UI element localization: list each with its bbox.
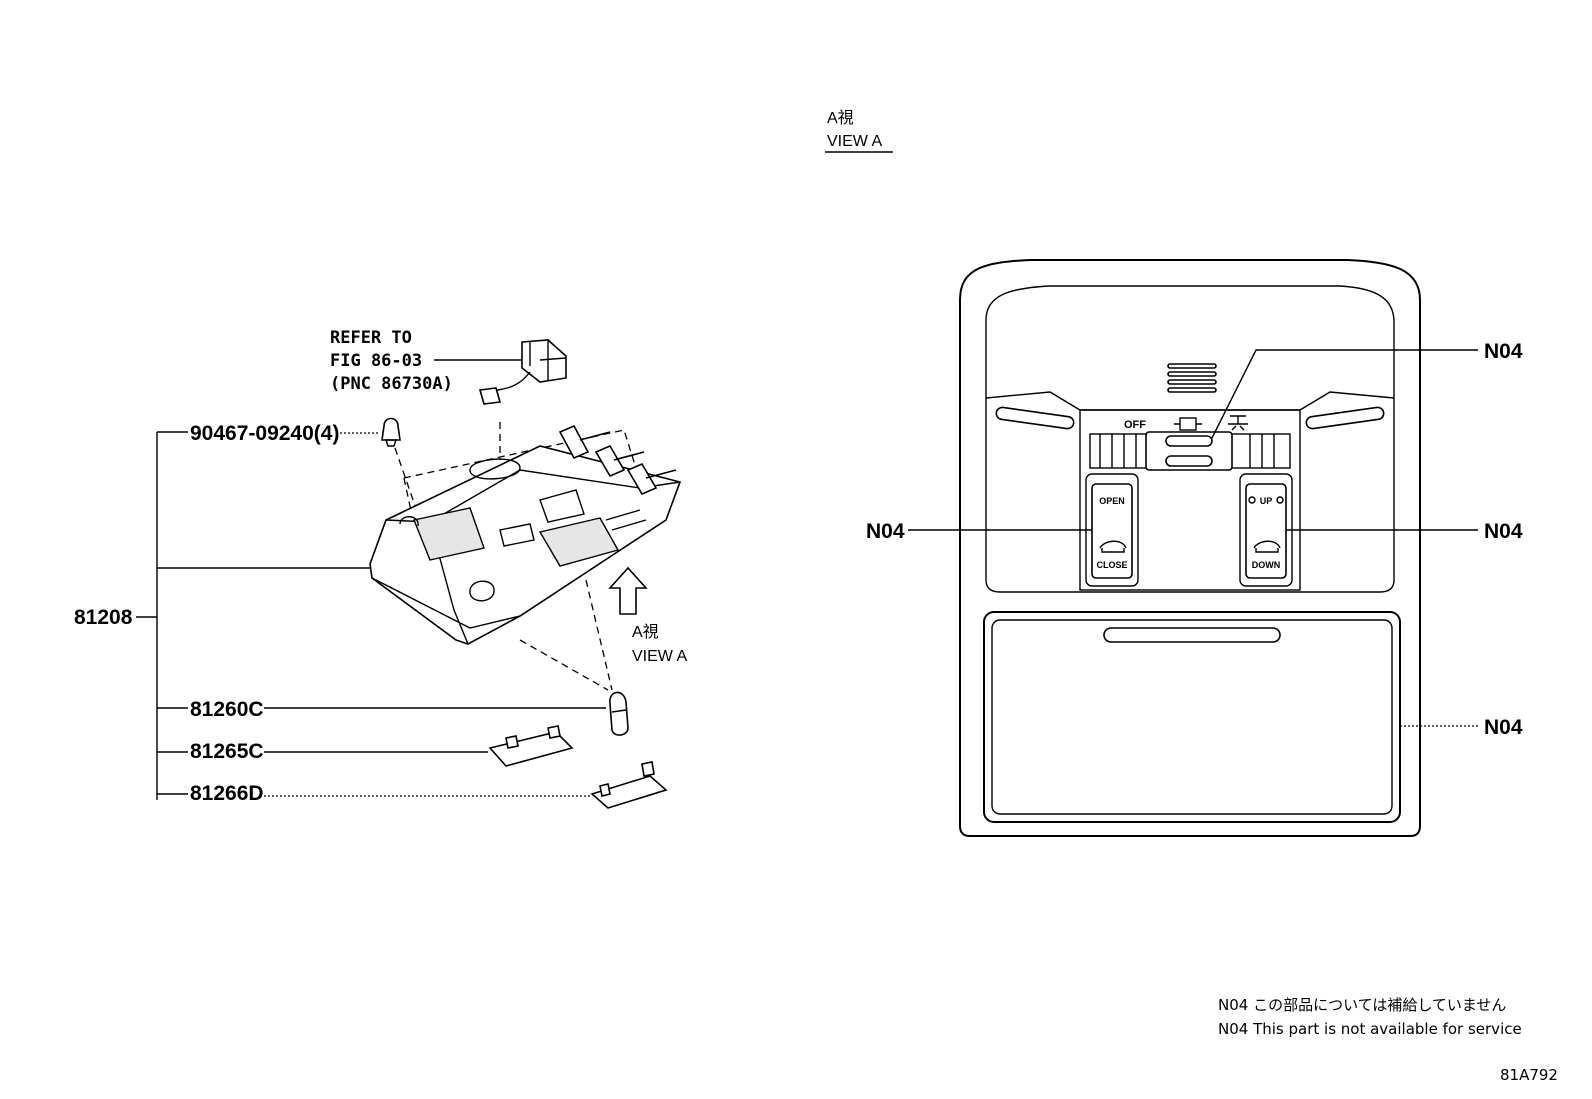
upper-recess-line [985, 391, 1395, 411]
refer-note-line2: FIG 86-03 [330, 351, 422, 371]
footnotes: N04 この部品については補給していません N04 This part is n… [1218, 996, 1558, 1084]
bulb [609, 691, 629, 736]
view-a-heading: A視 VIEW A [825, 109, 893, 153]
console-view-a: OFF OPEN CLOSE [866, 259, 1523, 837]
screw-clip [381, 417, 401, 447]
view-a-arrow: A視 VIEW A [608, 566, 687, 665]
view-a-en: VIEW A [827, 133, 882, 150]
upper-recess-bottom [985, 579, 1395, 593]
bracket-branches [157, 431, 372, 795]
switch-close-label: CLOSE [1096, 560, 1127, 570]
dome-switch-off-label: OFF [1124, 419, 1146, 431]
dome-lamp-slider[interactable] [1089, 431, 1291, 471]
console-inner-rim [985, 285, 1395, 580]
door-lamp-icon [1174, 417, 1202, 431]
guide-top-box [403, 429, 647, 501]
switch-up-label: UP [1260, 496, 1273, 506]
sunroof-tilt-switch[interactable]: UP DOWN [1239, 473, 1293, 587]
cover-1 [488, 725, 574, 767]
map-lamp-left [995, 406, 1075, 430]
refer-note-line1: REFER TO [330, 328, 412, 348]
footnote-en: N04 This part is not available for servi… [1218, 1020, 1522, 1038]
arrow-view-en: VIEW A [632, 648, 687, 665]
footnote-jp: N04 この部品については補給していません [1218, 996, 1506, 1014]
switch-panel [1079, 409, 1301, 591]
sunroof-tilt-icon [1253, 540, 1281, 553]
storage-lid-handle [1103, 627, 1281, 643]
refer-note-line3: (PNC 86730A) [330, 374, 453, 394]
callout-mid-right[interactable]: N04 [1484, 520, 1523, 543]
storage-lid-inner [991, 619, 1393, 815]
cover-2 [590, 761, 668, 809]
part-number-bulb[interactable]: 81260C [190, 698, 264, 721]
overhead-console-body [369, 424, 682, 645]
callout-leader-top [1211, 349, 1478, 439]
callout-left[interactable]: N04 [866, 520, 905, 543]
top-grille [1167, 363, 1217, 393]
dome-lamp-on-icon [1228, 415, 1248, 431]
part-number-cover2[interactable]: 81266D [190, 782, 264, 805]
switch-down-label: DOWN [1252, 560, 1281, 570]
part-number-screw[interactable]: 90467-09240(4) [190, 422, 339, 445]
guide-bulb-2 [519, 639, 609, 691]
storage-lid [983, 611, 1401, 823]
console-outer-housing [959, 259, 1421, 837]
switch-open-label: OPEN [1099, 496, 1125, 506]
exploded-assembly: REFER TO FIG 86-03 (PNC 86730A) 81208 90… [74, 328, 687, 809]
sunroof-slide-switch[interactable]: OPEN CLOSE [1085, 473, 1139, 587]
sunroof-open-icon [1099, 540, 1127, 553]
part-number-main[interactable]: 81208 [74, 606, 133, 629]
callout-top-right[interactable]: N04 [1484, 340, 1523, 363]
view-a-jp: A視 [827, 109, 854, 127]
figure-id: 81A792 [1500, 1066, 1558, 1084]
callout-bottom-right[interactable]: N04 [1484, 716, 1523, 739]
arrow-view-jp: A視 [632, 623, 659, 641]
part-number-cover1[interactable]: 81265C [190, 740, 264, 763]
wire-harness [478, 339, 567, 405]
guide-bulb [585, 579, 613, 691]
map-lamp-right [1305, 406, 1385, 430]
